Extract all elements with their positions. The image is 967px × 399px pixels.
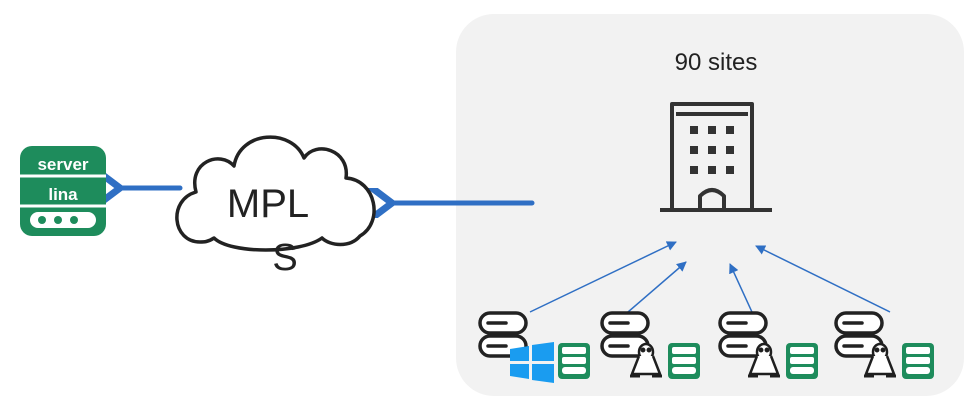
small-appliance-icon — [558, 343, 590, 379]
server-group-3 — [718, 311, 818, 379]
small-appliance-icon — [668, 343, 700, 379]
server-stack-icon — [600, 311, 650, 358]
site-count-label: 90 sites — [675, 49, 758, 76]
windows-icon — [510, 342, 554, 383]
linux-penguin-icon — [748, 342, 780, 378]
server-stack-icon — [718, 311, 768, 358]
server-group-4 — [834, 311, 934, 379]
cloud-label-line2: S — [272, 237, 297, 279]
cloud-label-line1: MPL — [227, 182, 309, 226]
appliance-logo-line1: server — [37, 155, 88, 174]
server-group-2 — [600, 311, 700, 379]
server-to-building-arrows — [529, 241, 891, 313]
small-appliance-icon — [786, 343, 818, 379]
server-stack-icon — [834, 311, 884, 358]
cloud-icon — [175, 135, 376, 252]
server-group-1 — [478, 311, 590, 383]
sites-panel — [456, 14, 964, 396]
building-icon — [660, 102, 772, 212]
appliance-logo — [20, 146, 106, 236]
linux-penguin-icon — [630, 342, 662, 378]
small-appliance-icon — [902, 343, 934, 379]
appliance-logo-line2: lina — [48, 185, 78, 204]
linux-penguin-icon — [864, 342, 896, 378]
